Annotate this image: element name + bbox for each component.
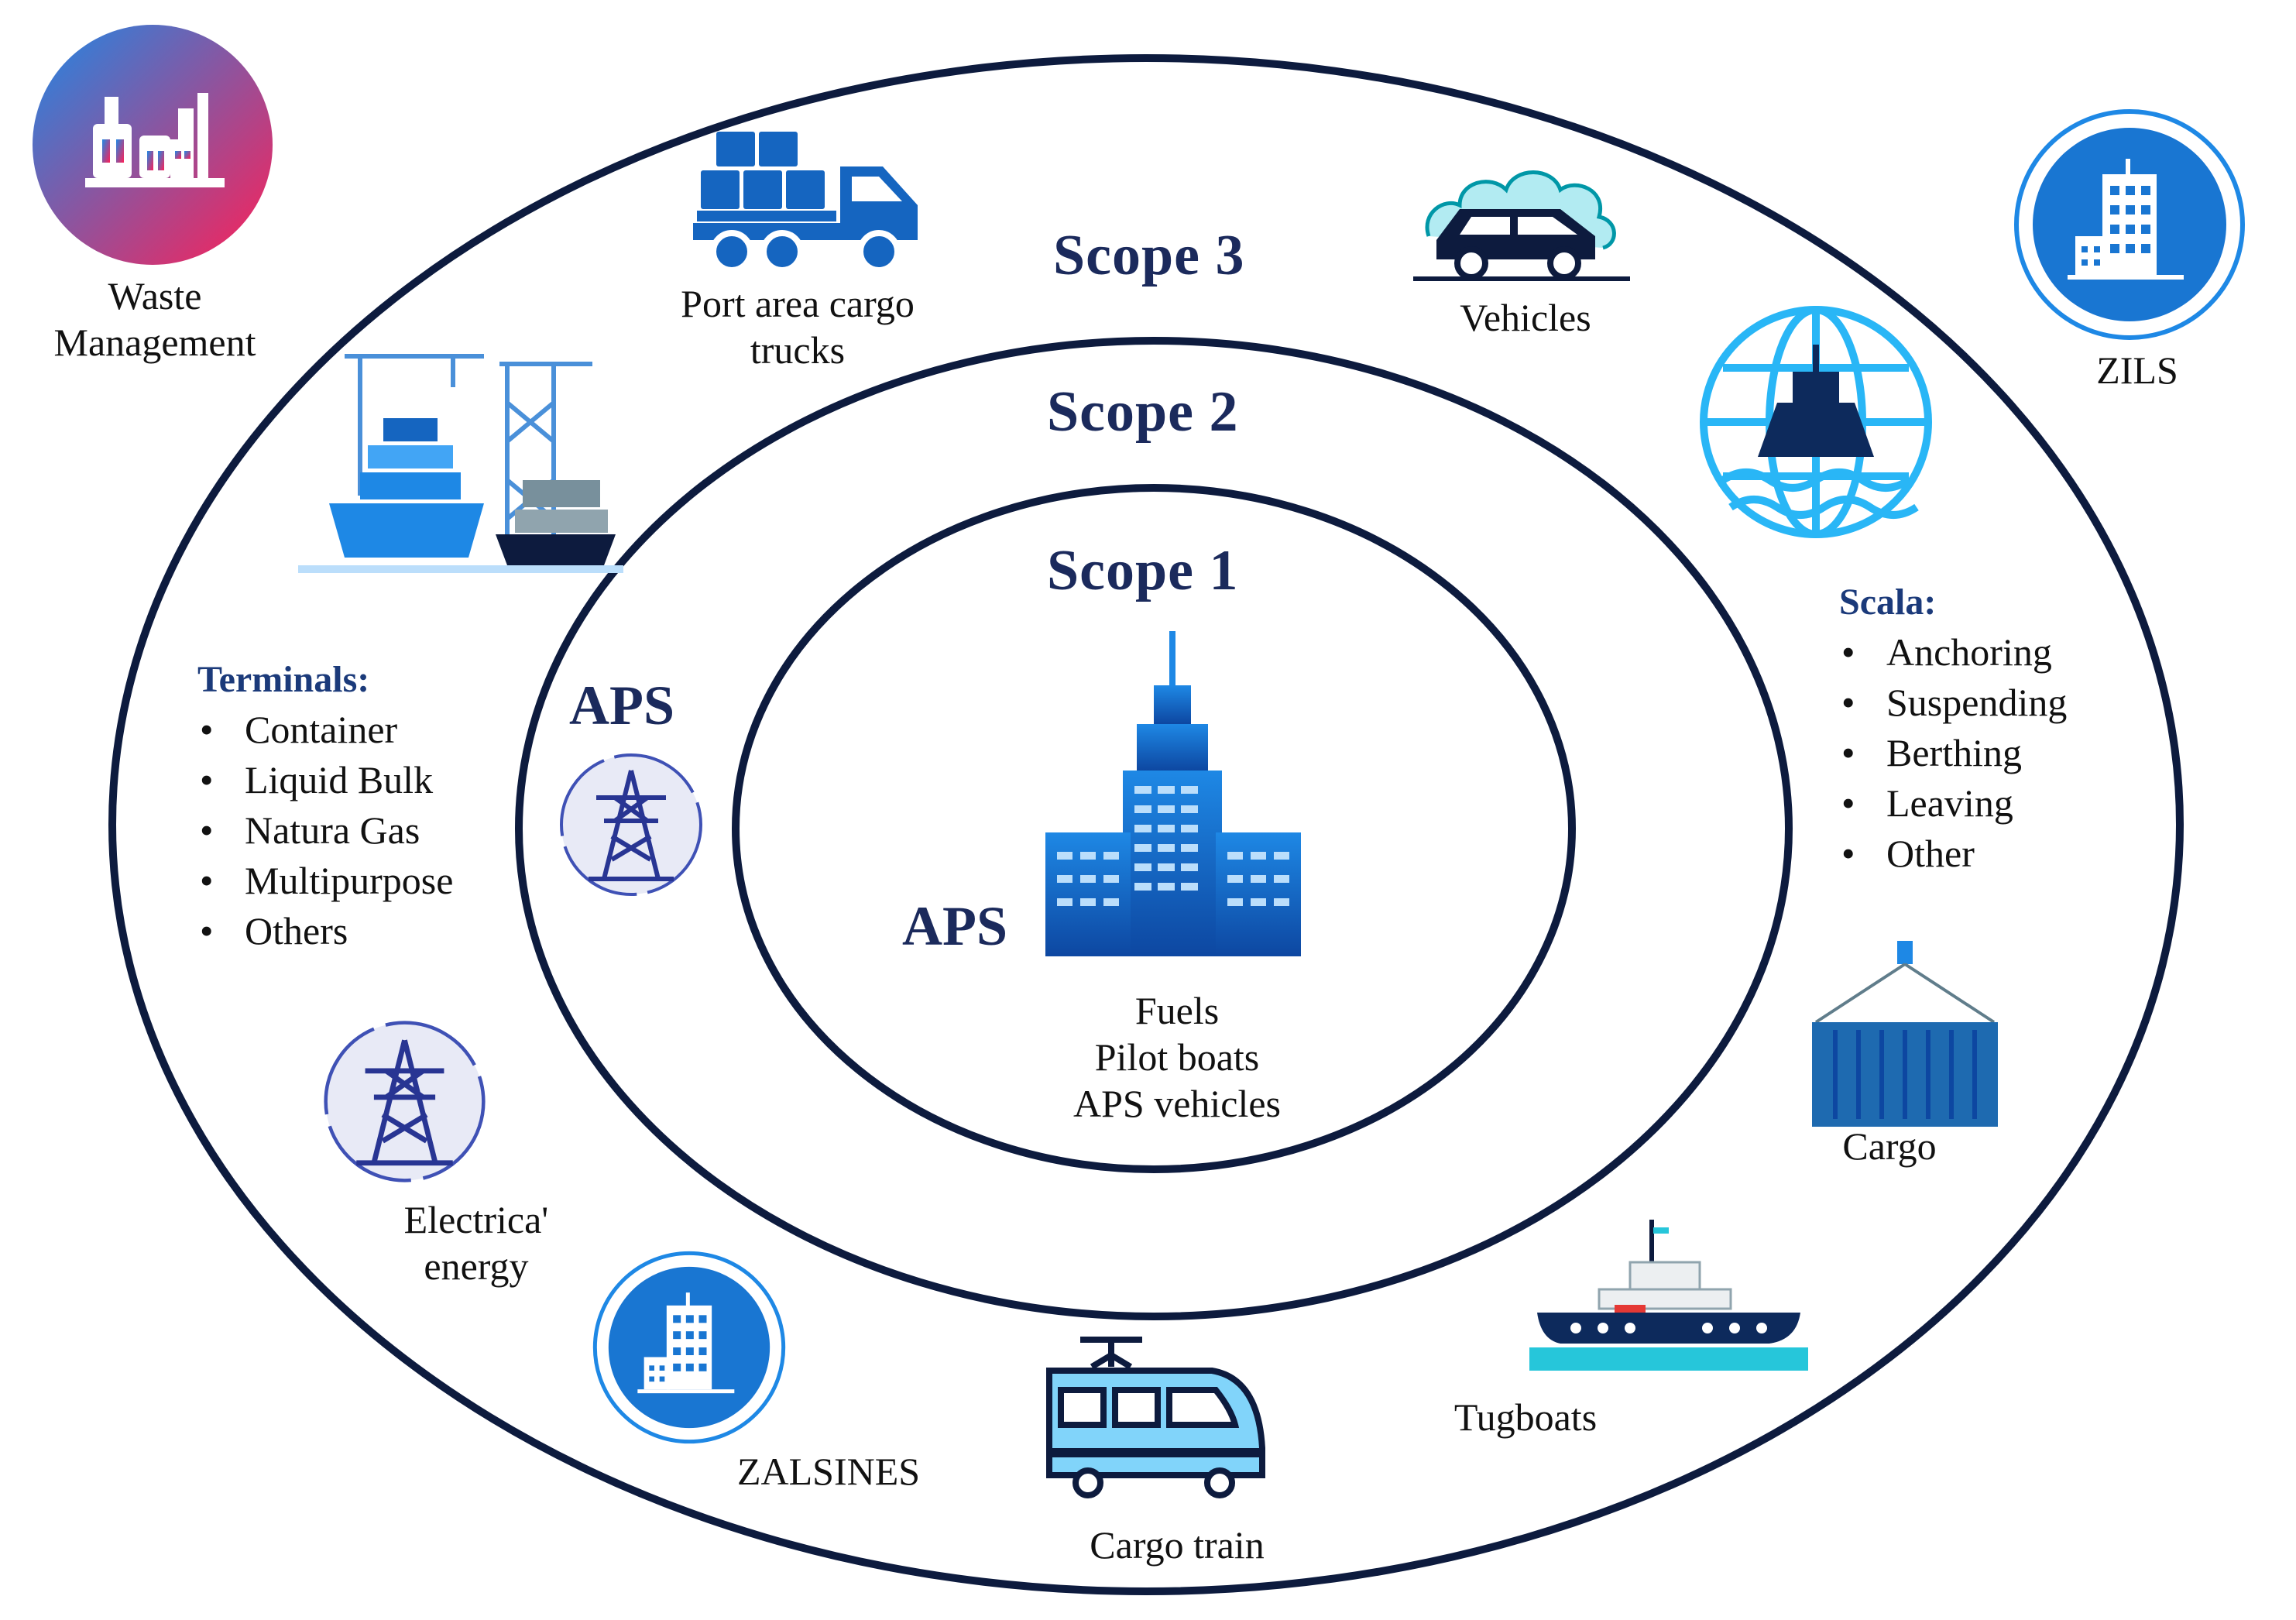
scope3-ring	[108, 54, 2184, 1595]
shipping-container-icon	[1800, 941, 2009, 1127]
car-icon	[1413, 151, 1630, 283]
scala-item-leaving: Leaving	[1841, 778, 2067, 829]
scope1-item-fuels: Fuels	[1134, 989, 1220, 1032]
scala-list: Anchoring Suspending Berthing Leaving Ot…	[1841, 627, 2067, 879]
terminals-list: Container Liquid Bulk Natura Gas Multipu…	[200, 705, 453, 956]
port-trucks-label-line2: trucks	[750, 328, 846, 372]
factory-icon	[31, 23, 275, 267]
electrical-label-line2: energy	[424, 1244, 529, 1288]
cargo-train-label: Cargo train	[1090, 1523, 1265, 1567]
waste-management-label: Waste Management	[31, 273, 279, 366]
cargo-label: Cargo	[1842, 1124, 1937, 1168]
zils-label: ZILS	[2096, 348, 2178, 392]
scope2-ring	[515, 337, 1793, 1320]
electrical-energy-label: Electrica' energy	[372, 1196, 581, 1289]
container-port-icon	[298, 341, 623, 581]
terminals-item-container: Container	[200, 705, 453, 755]
terminals-item-multipurpose: Multipurpose	[200, 856, 453, 906]
waste-label-line2: Management	[53, 321, 256, 364]
scala-item-other: Other	[1841, 829, 2067, 879]
tugboat-icon	[1529, 1196, 1808, 1375]
zalsines-label: ZALSINES	[736, 1450, 921, 1493]
vehicles-label: Vehicles	[1460, 296, 1591, 339]
port-trucks-label: Port area cargo trucks	[643, 280, 952, 373]
scala-heading: Scala:	[1839, 582, 1937, 623]
aps-center-label: APS	[902, 895, 1008, 957]
skyscraper-icon	[1038, 631, 1309, 956]
scope1-items: Fuels Pilot boats APS vehicles	[1038, 987, 1316, 1127]
scope1-item-aps-vehicles: APS vehicles	[1072, 1082, 1282, 1125]
scope1-item-pilot-boats: Pilot boats	[1094, 1035, 1260, 1079]
scala-item-berthing: Berthing	[1841, 728, 2067, 778]
globe-ship-icon	[1692, 298, 1940, 561]
waste-label-line1: Waste	[108, 274, 202, 317]
aps-scope2-label: APS	[569, 674, 675, 736]
tugboats-label: Tugboats	[1453, 1395, 1598, 1439]
scope3-title: Scope 3	[1053, 224, 1245, 287]
terminals-item-natura-gas: Natura Gas	[200, 805, 453, 856]
cargo-truck-icon	[693, 124, 933, 279]
scope2-title: Scope 2	[1047, 380, 1239, 444]
scope1-title: Scope 1	[1047, 539, 1239, 602]
terminals-item-others: Others	[200, 906, 453, 956]
train-icon	[1042, 1332, 1274, 1502]
terminals-item-liquid-bulk: Liquid Bulk	[200, 755, 453, 805]
scope1-ring	[732, 484, 1576, 1173]
power-tower-icon	[321, 1018, 488, 1185]
scala-item-anchoring: Anchoring	[1841, 627, 2067, 678]
electrical-label-line1: Electrica'	[403, 1198, 549, 1241]
office-building-icon	[2013, 108, 2246, 341]
terminals-heading: Terminals:	[197, 659, 370, 700]
office-building-icon	[592, 1251, 786, 1444]
power-tower-icon	[558, 751, 705, 898]
scala-item-suspending: Suspending	[1841, 678, 2067, 728]
port-trucks-label-line1: Port area cargo	[681, 282, 915, 325]
